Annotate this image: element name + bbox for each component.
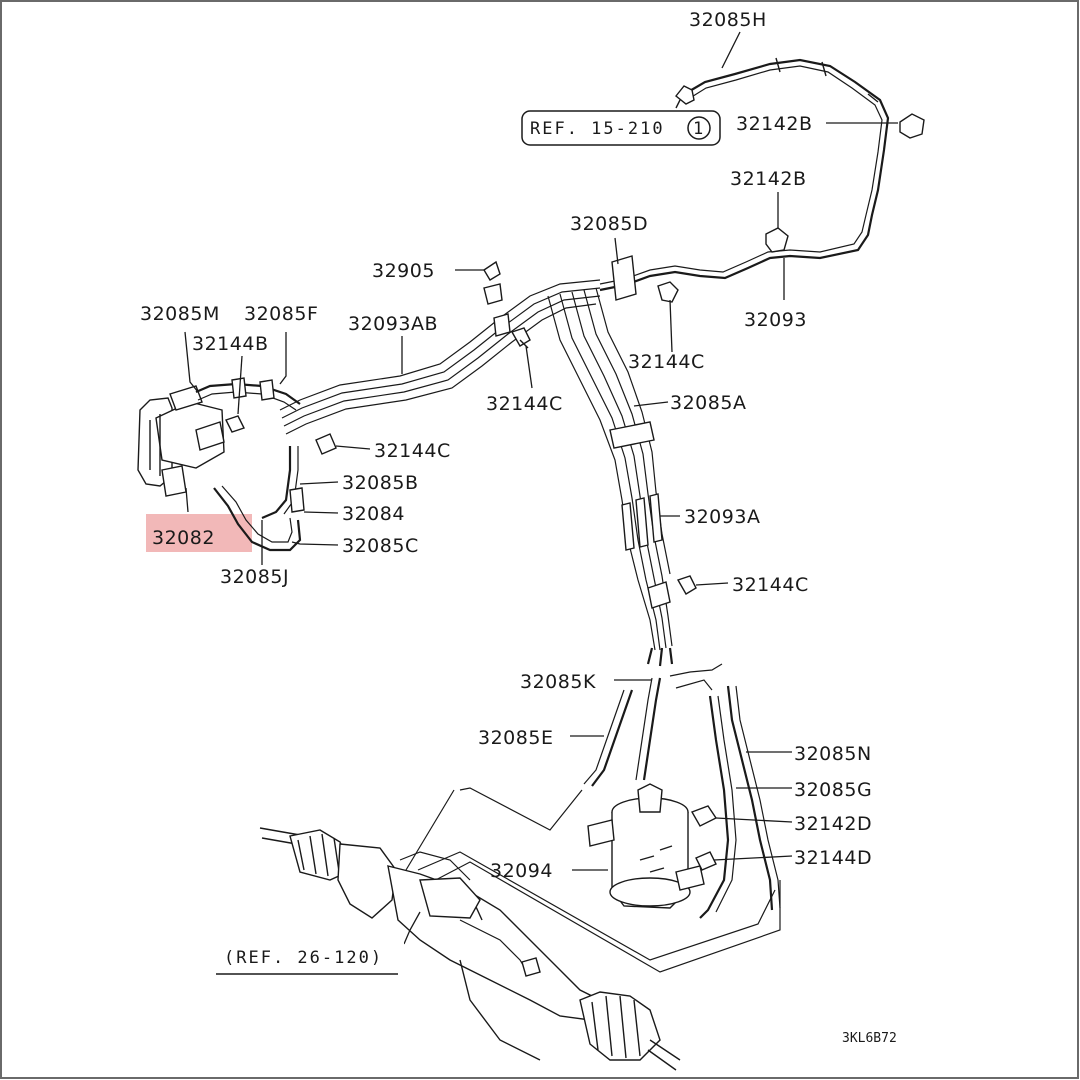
label-32144c-a[interactable]: 32144C — [628, 351, 705, 373]
label-32144c-c[interactable]: 32144C — [374, 440, 451, 462]
label-32085k[interactable]: 32085K — [520, 671, 596, 693]
bolt-32144c-mid — [315, 433, 337, 455]
label-32085e[interactable]: 32085E — [478, 727, 553, 749]
dashed-guides — [405, 663, 781, 973]
label-32085b[interactable]: 32085B — [342, 472, 418, 494]
ref-top-text: REF. 15-210 — [530, 119, 665, 139]
valve-32082 — [137, 385, 245, 497]
label-32085g[interactable]: 32085G — [794, 779, 872, 801]
bracket-32085d — [611, 255, 679, 303]
pipe-bundle-vertical — [547, 287, 674, 667]
label-32085h[interactable]: 32085H — [689, 9, 767, 31]
label-32084[interactable]: 32084 — [342, 503, 405, 525]
label-32085d[interactable]: 32085D — [570, 213, 648, 235]
ref-bottom-text: (REF. 26-120) — [224, 948, 383, 968]
label-32085m[interactable]: 32085M — [140, 303, 220, 325]
label-32905[interactable]: 32905 — [372, 260, 435, 282]
ref-top-circle-number: 1 — [693, 119, 703, 139]
label-32085j[interactable]: 32085J — [220, 566, 289, 588]
leader-lines — [184, 31, 898, 945]
label-32085a[interactable]: 32085A — [670, 392, 746, 414]
hose-32085n-32085g — [699, 685, 781, 919]
drawing-code: 3KL6B72 — [842, 1031, 897, 1046]
bolt-32144c-right — [676, 575, 697, 595]
valve-hoses — [195, 377, 305, 552]
arrow-ref-top — [675, 85, 695, 109]
reservoir-32094 — [587, 783, 718, 909]
highlight-32082 — [146, 514, 252, 552]
label-32144c-d[interactable]: 32144C — [732, 574, 809, 596]
label-32144b[interactable]: 32144B — [192, 333, 268, 355]
label-32093a[interactable]: 32093A — [684, 506, 760, 528]
return-hose-upper — [599, 57, 890, 292]
clip-32142b-top — [899, 113, 925, 139]
label-32093[interactable]: 32093 — [744, 309, 807, 331]
label-32094[interactable]: 32094 — [490, 860, 553, 882]
label-32144d[interactable]: 32144D — [794, 847, 872, 869]
ref-box-bottom[interactable]: (REF. 26-120) — [216, 940, 404, 975]
label-32142b-top[interactable]: 32142B — [736, 113, 812, 135]
label-32085f[interactable]: 32085F — [244, 303, 318, 325]
label-32085c[interactable]: 32085C — [342, 535, 419, 557]
label-32082[interactable]: 32082 — [152, 527, 215, 549]
clip-32142b-mid — [765, 227, 789, 253]
label-32144c-b[interactable]: 32144C — [486, 393, 563, 415]
label-32085n[interactable]: 32085N — [794, 743, 872, 765]
label-32142d[interactable]: 32142D — [794, 813, 872, 835]
label-32093ab[interactable]: 32093AB — [348, 313, 438, 335]
ref-box-top[interactable]: REF. 15-210 1 — [521, 110, 721, 146]
part-labels: 32085H 32142B 32142B 32085D 32905 32085M… — [140, 9, 872, 882]
label-32142b-mid[interactable]: 32142B — [730, 168, 806, 190]
hose-32085k-32085e — [583, 677, 662, 787]
steering-gear — [259, 827, 681, 1071]
